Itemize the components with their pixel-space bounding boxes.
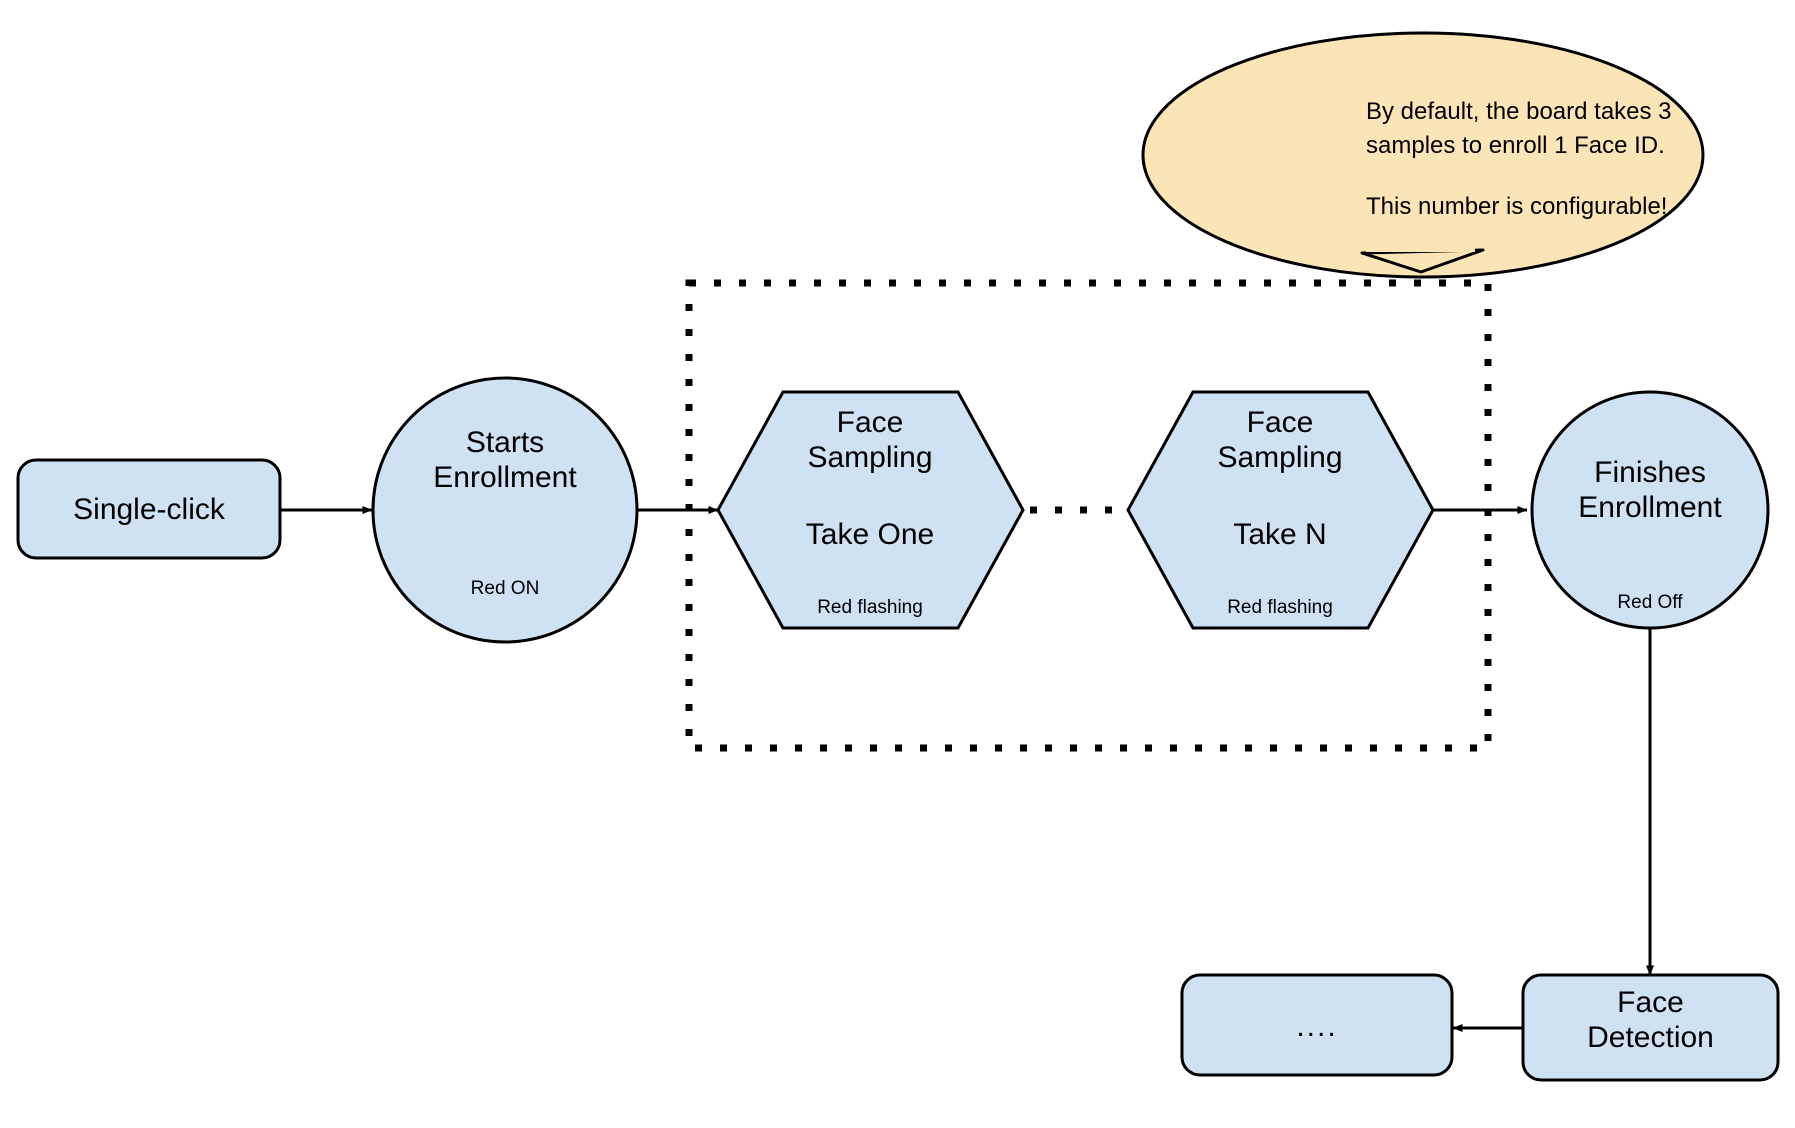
node-ellipsis[interactable]	[1180, 973, 1454, 1077]
callout-line-2: samples to enroll 1 Face ID.	[1366, 132, 1665, 159]
callout-bubble	[1141, 31, 1705, 279]
node-face-detection[interactable]	[1521, 973, 1780, 1082]
node-face-sampling-take-one[interactable]	[716, 390, 1025, 630]
sampling-loop-group	[685, 279, 1492, 752]
callout-tail-mask	[1366, 248, 1475, 252]
node-single-click[interactable]	[16, 458, 282, 560]
callout-line-3: This number is configurable!	[1366, 193, 1668, 220]
callout-line-1: By default, the board takes 3	[1366, 98, 1672, 125]
node-finishes-enrollment[interactable]	[1530, 390, 1770, 630]
node-face-sampling-take-n[interactable]	[1126, 390, 1435, 630]
node-starts-enrollment[interactable]	[371, 376, 639, 644]
